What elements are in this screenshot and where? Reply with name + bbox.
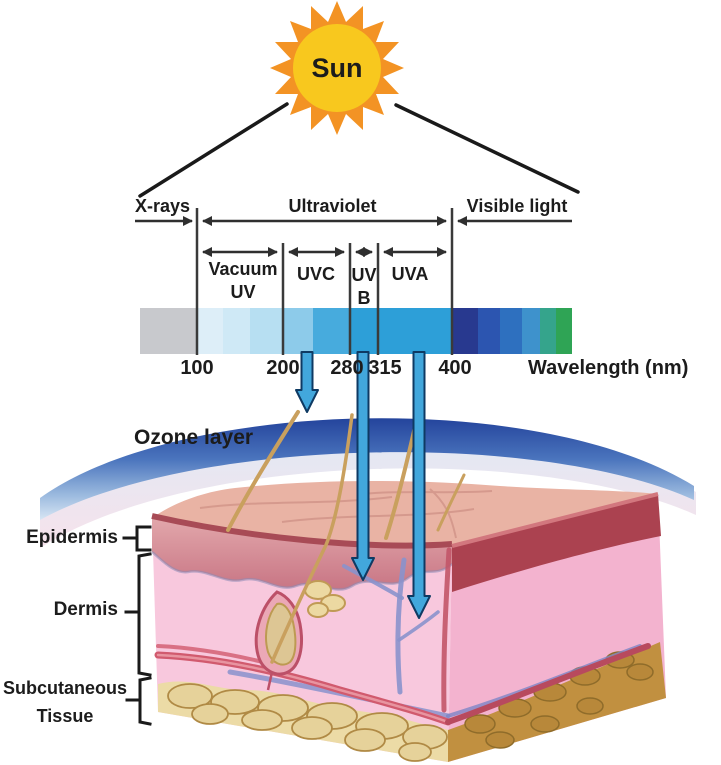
epidermis-basal-shadow [151,551,453,591]
uvb-ray-arrow [351,351,375,581]
skin-layer-label-epidermis: Epidermis [26,527,118,548]
blue-vessel-vertical [395,557,407,695]
hair-strand-2 [270,413,354,664]
spectrum-dimension-lines [135,216,572,257]
band-label-uva: UVA [391,264,429,284]
band-label-uvc: UVC [296,264,335,284]
region-label-visible-light: Visible light [466,196,568,216]
wavelength-tick-100: 100 [180,357,214,379]
hair-strand-1 [226,410,300,532]
skin-surface-texture [199,488,493,539]
uv-ray-arrows [295,351,431,619]
blood-vessels [154,547,651,726]
follicle-root [266,671,274,691]
skin-layer-label-dermis: Dermis [53,599,118,620]
wavelength-tick-315: 315 [368,357,402,379]
epidermis-bracket [122,525,152,552]
ozone-layer-label: Ozone layer [134,426,254,449]
sebaceous-gland [304,580,346,618]
sun-ray-line-left [138,102,289,198]
wavelength-tick-200: 200 [266,357,300,379]
uvc-ray-arrow [295,351,319,413]
blue-vessel-branch-right [397,610,440,642]
epidermis-layer-front [152,518,452,590]
hair-follicle-core [265,602,297,666]
red-vessel-side [445,643,651,725]
wavelength-tick-400: 400 [438,357,472,379]
sun-icon [270,1,404,135]
ozone-band [40,418,694,520]
band-label-uvb: UV B [351,265,377,308]
skin-layer-label-subcutaneous-tissue: Subcutaneous Tissue [2,678,127,726]
red-vessel-highlight [156,653,450,724]
epidermis-side-lip [451,492,659,548]
skin-layer-brackets [122,525,152,726]
subcutaneous-fat-lobules-front [167,683,448,762]
sun-ray-line-right [394,103,580,194]
region-label-xrays: X-rays [135,196,191,216]
subcutaneous-bracket [125,676,152,726]
region-label-ultraviolet: Ultraviolet [288,196,377,216]
sun-core [293,24,381,112]
skin-illustration [151,410,666,762]
epidermis-layer-side [452,494,661,592]
uva-ray-arrow [407,351,431,619]
hair-strand-4 [436,473,466,532]
blue-vessel-branch-left [342,564,404,600]
spectrum-colorbar [140,308,572,354]
wavelength-boundary-lines [195,208,454,355]
dermis-bracket [124,552,152,677]
hair-strands [226,410,466,664]
band-label-vacuum-uv: Vacuum UV [208,259,278,302]
red-vessel-corner [441,547,452,713]
wavelength-axis-label: Wavelength (nm) [528,357,689,379]
sun-label: Sun [311,53,363,83]
wavelength-tick-280: 280 [330,357,364,379]
ozone-layer-arc [40,418,696,548]
